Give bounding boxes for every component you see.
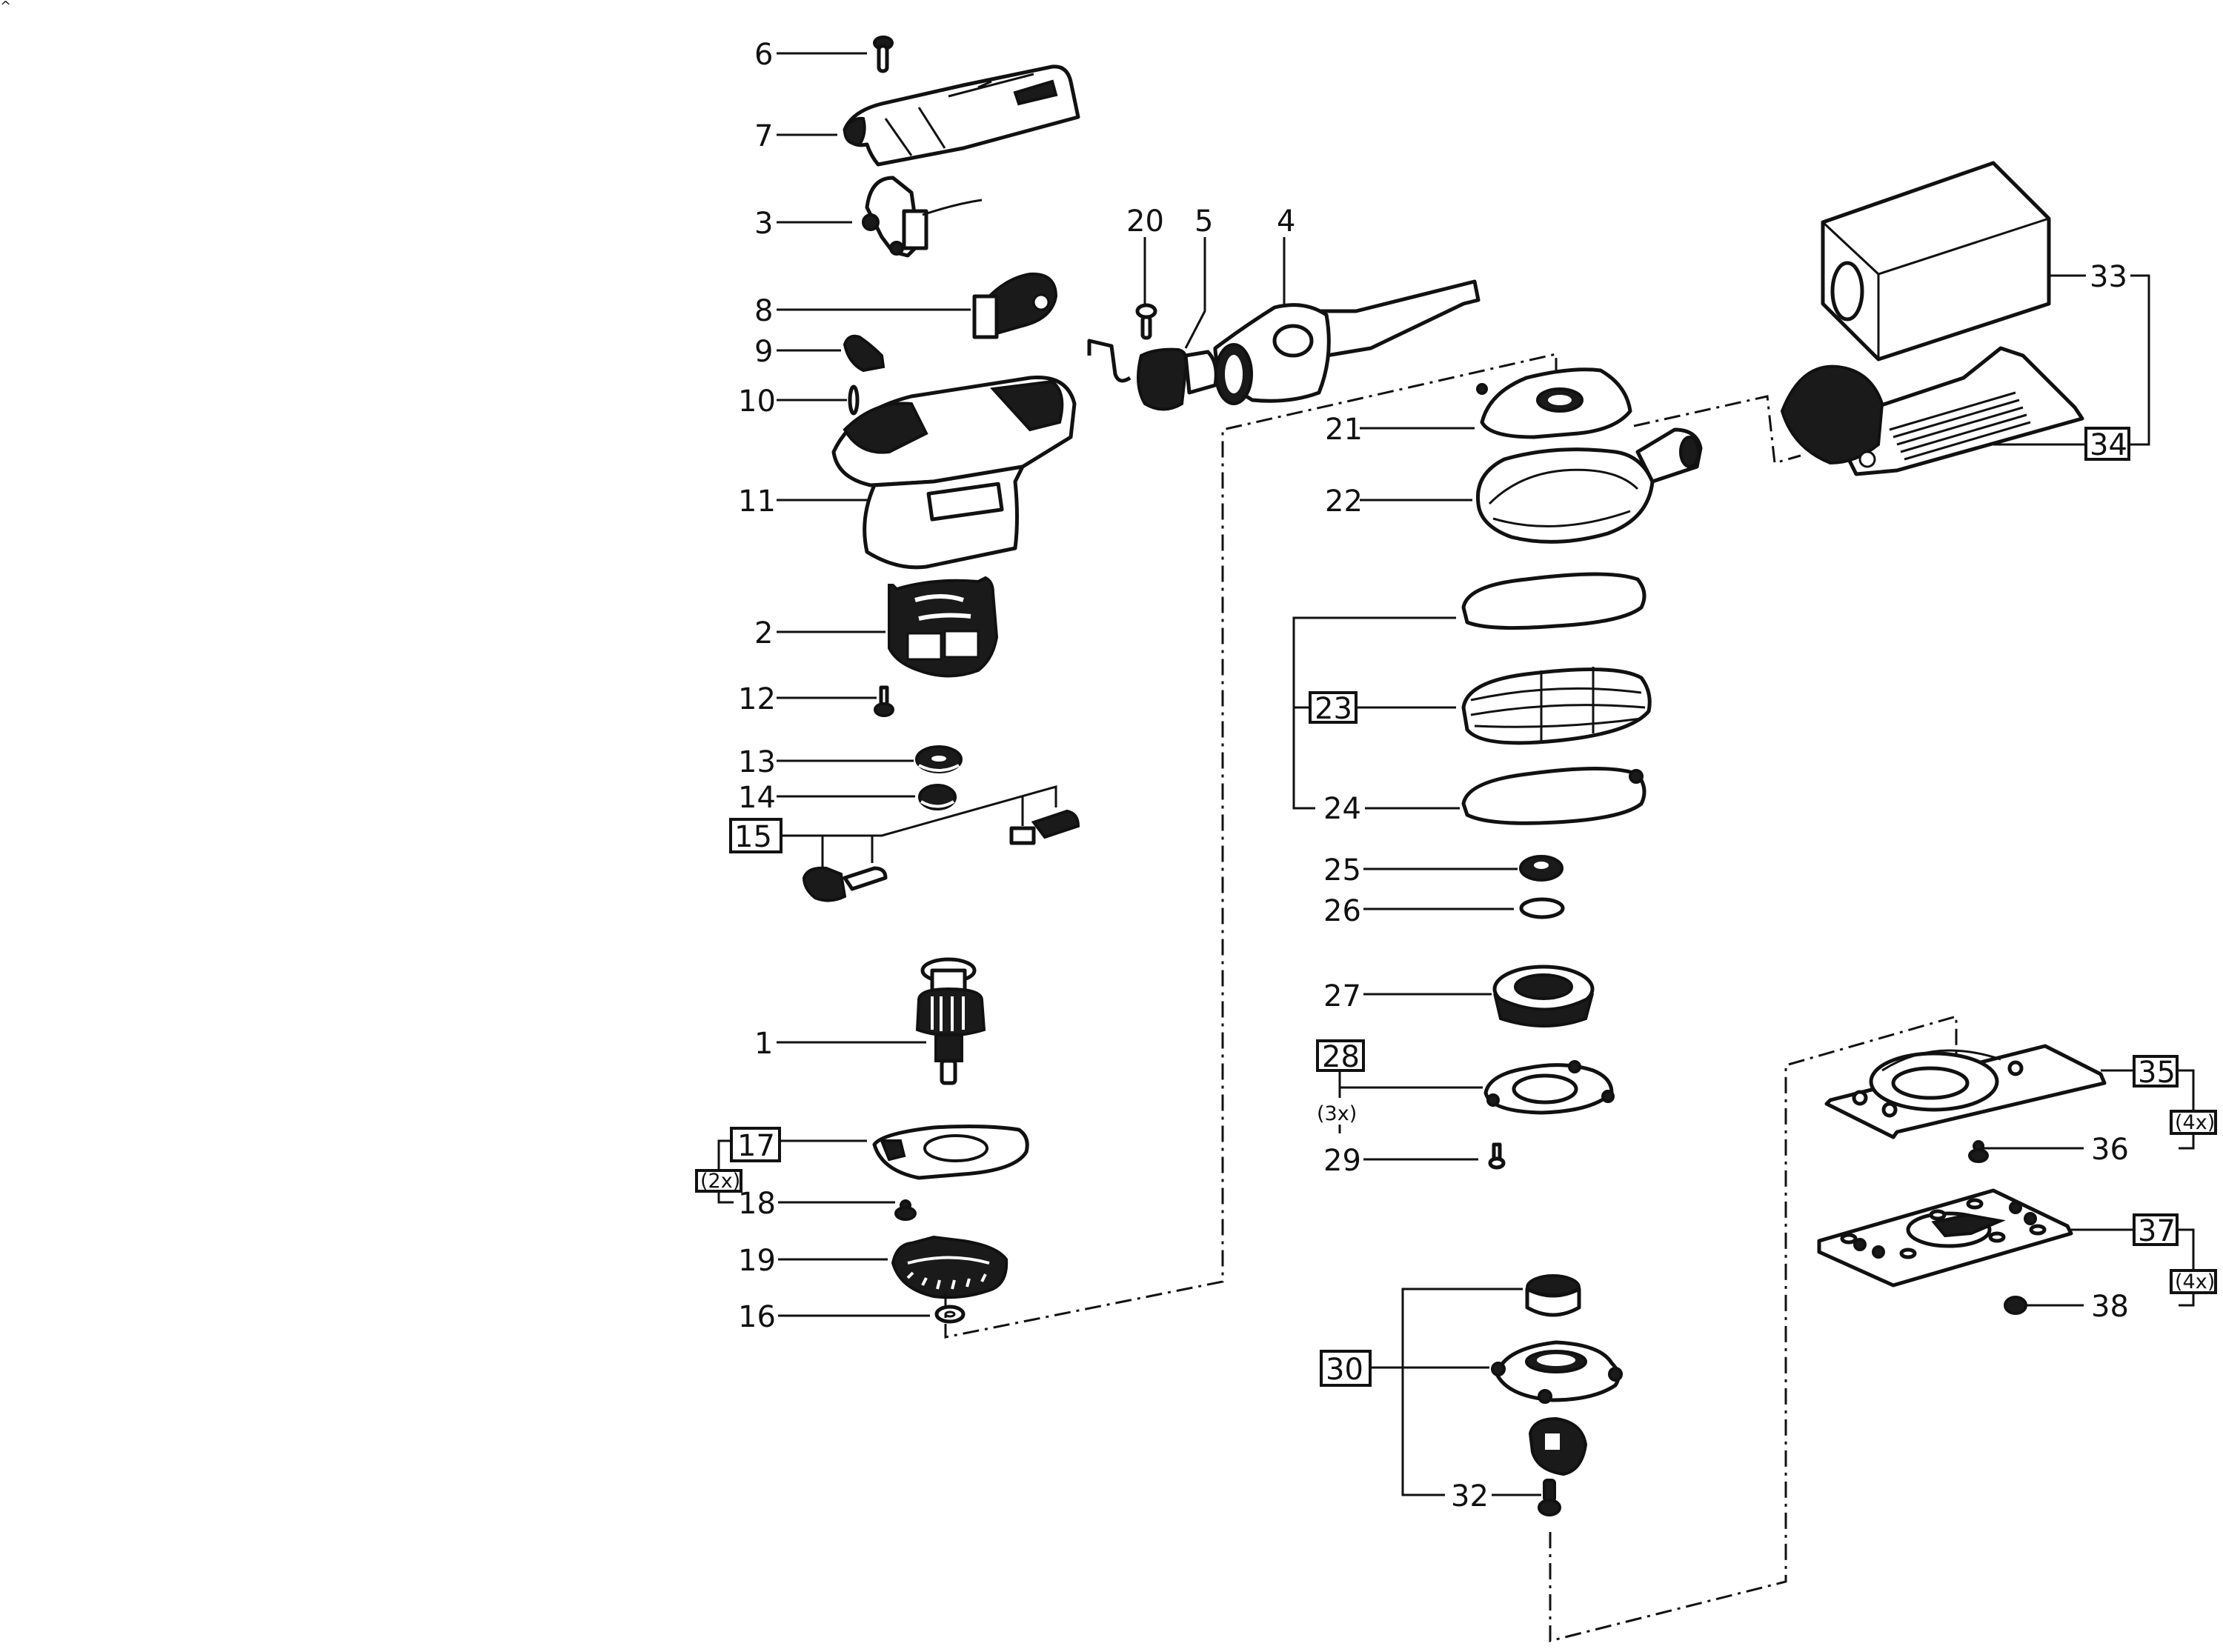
part-6-screw[interactable]: 6 [754,36,894,73]
label-9: 9 [754,335,773,369]
leader-15 [781,785,1057,837]
label-27: 27 [1323,979,1361,1013]
part-15-carbon-brush-kit[interactable]: 15 [729,785,1080,902]
label-2: 2 [754,616,773,650]
label-20: 20 [1126,204,1164,239]
label-14: 14 [738,781,776,815]
part-12-screw[interactable]: 12 [738,682,894,717]
part-1-armature[interactable]: 1 [754,957,986,1085]
part-20-screw[interactable]: 20 [1126,204,1164,340]
label-11: 11 [738,484,776,519]
label-8: 8 [754,294,773,328]
label-24: 24 [1323,792,1361,826]
part-32-screw[interactable]: 32 [1451,1479,1561,1516]
part-13-bearing[interactable]: 13 [738,745,963,779]
part-35-pad-carrier[interactable]: 35 [1824,1044,2179,1139]
label-17-box [730,1127,781,1162]
label-30: 30 [1326,1353,1363,1387]
part-5-clamp[interactable]: 5 [1087,204,1218,411]
quantity-37-38: (4x) [2170,1228,2217,1307]
label-28-box [1316,1039,1365,1072]
label-15-box [729,818,782,853]
part-18-screw[interactable]: 18 [738,1187,917,1221]
leader-33-34-bracket [2129,274,2150,446]
label-34: 34 [2090,428,2127,462]
quantity-35-36: (4x) [2170,1069,2217,1150]
qty-label-37-38: (4x) [2175,1270,2215,1293]
part-24-gasket[interactable]: 24 [1323,767,1647,827]
label-15: 15 [734,820,772,854]
quantity-17-18: (2x) [695,1139,742,1204]
part-23-kit[interactable]: 23 [1292,572,1652,810]
label-37: 37 [2138,1214,2176,1248]
part-22-dust-housing[interactable]: 22 [1325,427,1703,544]
label-16: 16 [738,1300,776,1334]
assembly-line-left [944,353,1558,1339]
part-27-fan-impeller[interactable]: 27 [1323,965,1595,1027]
label-3: 3 [754,207,773,241]
label-23: 23 [1315,692,1352,726]
part-28-plate-kit[interactable]: 28 [1316,1039,1615,1115]
label-28: 28 [1322,1040,1360,1074]
label-29: 29 [1323,1144,1361,1178]
part-2-stator[interactable]: 2 [754,576,999,678]
label-6: 6 [754,38,773,72]
label-10: 10 [738,384,776,419]
qty-label-28-29: (3x) [1317,1102,1357,1125]
quantity-28-29: (3x) [1317,1088,1357,1133]
label-12: 12 [738,682,776,716]
part-19-fan[interactable]: 19 [738,1235,1009,1299]
leader-30-bracket [1401,1288,1523,1496]
label-21: 21 [1325,413,1363,447]
leader-23-bracket [1292,616,1456,810]
label-35: 35 [2138,1056,2176,1090]
part-14-bearing[interactable]: 14 [738,781,957,815]
part-36-screw[interactable]: 36 [1968,1133,2129,1167]
part-29-screw[interactable]: 29 [1323,1142,1506,1178]
label-33: 33 [2090,260,2127,294]
part-25-bearing[interactable]: 25 [1323,853,1564,887]
label-38: 38 [2091,1290,2129,1324]
label-13: 13 [738,745,776,779]
part-21-housing-cover[interactable]: 21 [1325,367,1632,447]
label-30-box [1320,1350,1372,1387]
label-18: 18 [738,1187,776,1221]
part-37-sanding-pad[interactable]: 37 [1817,1188,2179,1288]
assembly-line-dustbox [1633,395,1801,464]
label-17: 17 [737,1129,775,1163]
part-11-motor-housing[interactable]: 11 [738,375,1077,570]
leader-5 [1184,237,1206,349]
label-22: 22 [1325,484,1363,519]
label-1: 1 [754,1027,773,1061]
label-5: 5 [1194,204,1213,239]
part-7-top-cover[interactable]: 7 [754,64,1080,167]
part-3-switch[interactable]: 3 [754,176,983,258]
qty-label-17-18: (2x) [700,1170,740,1193]
label-4: 4 [1277,204,1295,239]
label-26: 26 [1323,894,1361,928]
corner-mark: ^ [0,0,11,14]
part-4-connector[interactable]: 4 [1213,204,1481,405]
label-35-box [2133,1055,2179,1088]
part-17-bearing-plate[interactable]: 17 [730,1125,1029,1180]
label-36: 36 [2091,1133,2129,1167]
label-7: 7 [754,119,773,153]
qty-label-35-36: (4x) [2175,1111,2215,1134]
part-10-pin[interactable]: 10 [738,384,860,419]
label-25: 25 [1323,853,1361,887]
part-26-washer[interactable]: 26 [1323,894,1565,928]
label-32: 32 [1451,1479,1489,1513]
part-9-clip[interactable]: 9 [754,334,885,373]
part-8-suppressor[interactable]: 8 [754,272,1058,339]
part-30-bearing-kit[interactable]: 30 [1320,1274,1623,1496]
leader-28 [1338,1070,1483,1089]
part-38-screw[interactable]: 38 [2004,1290,2129,1324]
part-34-dust-box-holder[interactable]: 34 [1780,346,2130,476]
label-19: 19 [738,1244,776,1278]
part-16-washer[interactable]: 16 [738,1300,966,1334]
label-34-box [2084,427,2130,461]
part-33-dust-bag[interactable]: 33 [1821,161,2150,446]
